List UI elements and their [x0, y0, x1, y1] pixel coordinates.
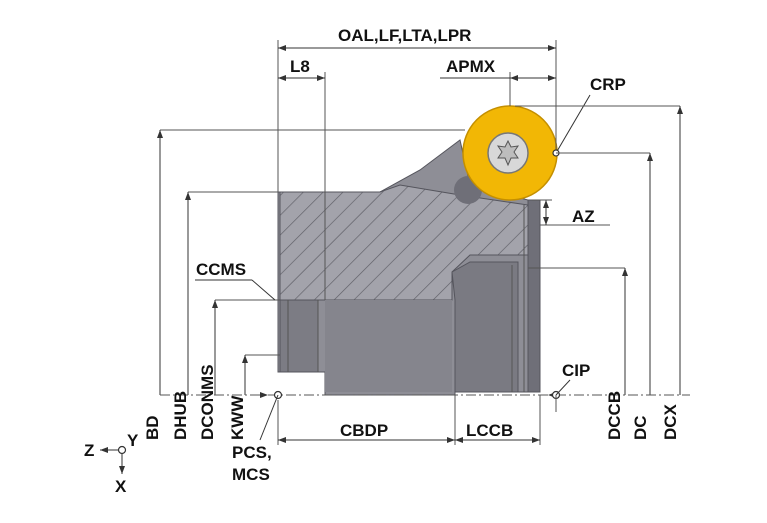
axis-label-z: Z	[84, 441, 94, 460]
label-dconms: DCONMS	[198, 364, 217, 440]
label-dccb: DCCB	[605, 391, 624, 440]
label-dhub: DHUB	[171, 391, 190, 440]
label-az: AZ	[572, 207, 595, 226]
label-bd: BD	[143, 415, 162, 440]
label-pcs: PCS,	[232, 443, 272, 462]
round-insert	[462, 105, 558, 201]
shank-step	[279, 299, 319, 373]
axis-origin-icon	[117, 445, 127, 455]
label-dcx: DCX	[661, 403, 680, 440]
label-lccb: LCCB	[466, 421, 513, 440]
counterbore-step	[451, 261, 519, 393]
neck-region	[325, 300, 452, 392]
label-crp: CRP	[590, 75, 626, 94]
label-l8: L8	[290, 57, 310, 76]
label-kww: KWW	[228, 395, 247, 440]
label-oal: OAL,LF,LTA,LPR	[338, 26, 471, 45]
label-apmx: APMX	[446, 57, 496, 76]
axis-label-x: X	[115, 477, 127, 496]
dimension-labels: OAL,LF,LTA,LPR L8 APMX CRP AZ CCMS CIP C…	[84, 26, 680, 496]
label-dc: DC	[631, 415, 650, 440]
label-ccms: CCMS	[196, 260, 246, 279]
dimension-lines	[100, 40, 690, 474]
torx-recess	[496, 139, 520, 167]
label-cbdp: CBDP	[340, 421, 388, 440]
axis-label-y: Y	[127, 431, 139, 450]
label-cip: CIP	[562, 361, 590, 380]
insert-seat-face	[527, 199, 541, 393]
label-mcs: MCS	[232, 465, 270, 484]
